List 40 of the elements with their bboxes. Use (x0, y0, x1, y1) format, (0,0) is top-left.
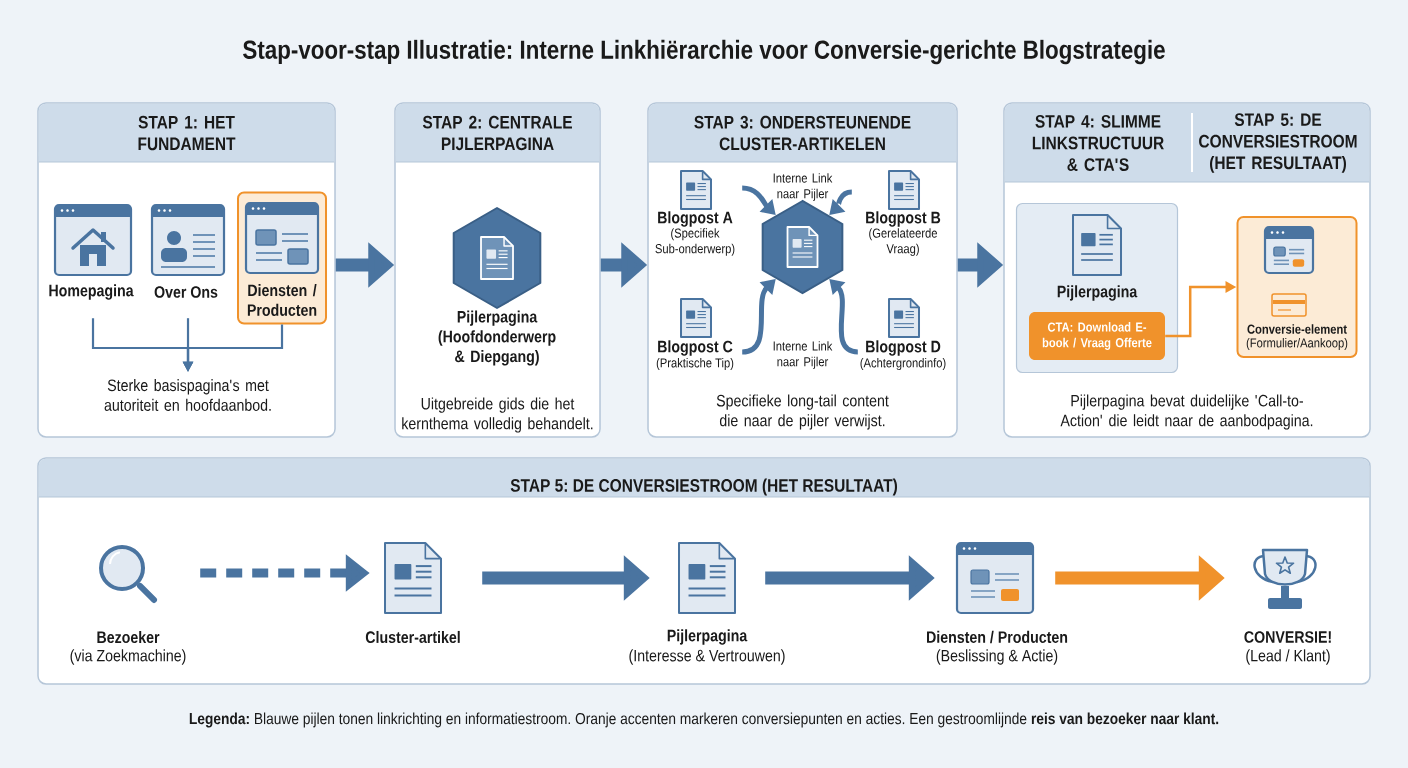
description-text: Sterke basispagina's met autoriteit en hoofdaanbod. (104, 379, 271, 411)
node-label: Homepagina (49, 284, 134, 300)
description-text: Uitgebreide gids die het kernthema volledig behandelt. (402, 397, 593, 433)
description-text: Pijlerpagina bevat duidelijke 'Call-to-Action' die leidt naar de aanbodpagina. (1060, 394, 1313, 430)
node-label: (Achtergrondinfo) (860, 357, 946, 371)
link-note: Interne Link naar Pijler (773, 341, 833, 369)
node-label: Blogpost A (658, 211, 733, 227)
node-label: (Gerelateerde Vraag) (869, 228, 937, 256)
node-label: (Interesse & Vertrouwen) (629, 649, 785, 665)
node-label: Bezoeker (97, 630, 160, 644)
node-label: (Praktische Tip) (656, 357, 734, 371)
panel-heading: STAP 5: DE CONVERSIESTROOM (HET RESULTAAT) (510, 478, 898, 496)
panel-heading: STAP 3: ONDERSTEUNENDE CLUSTER-ARTIKELEN (694, 115, 911, 151)
title: Stap-voor-stap Illustratie: Interne Linkhiërarchie voor Conversie-gerichte Blogstrategie (243, 39, 1165, 65)
node-label: Blogpost D (866, 340, 941, 356)
panel-heading: STAP 5: DE CONVERSIESTROOM (HET RESULTAAT) (1199, 113, 1357, 173)
node-label: Conversie-element (1247, 324, 1347, 334)
node-label: (via Zoekmachine) (70, 649, 186, 665)
button-label: CTA: Download E-book / Vraag Offerte (1042, 322, 1152, 350)
description-text: Specifieke long-tail content die naar de pijler verwijst. (716, 394, 889, 430)
node-label: Over Ons (154, 286, 218, 298)
node-label: (Specifiek Sub-onderwerp) (655, 228, 735, 256)
node-label: (Beslissing & Actie) (936, 649, 1058, 665)
node-label: Pijlerpagina (1057, 285, 1138, 301)
panel-heading: STAP 2: CENTRALE PIJLERPAGINA (422, 115, 572, 151)
node-label: Diensten / Producten (247, 284, 317, 316)
panel-heading: STAP 1: HET FUNDAMENT (138, 115, 236, 151)
legend-note: Legenda: Blauwe pijlen tonen linkrichting en informatiestroom. Oranje accenten markeren conversiepunten en acties. Een gestroomlijnde reis van bezoeker naar klant. (189, 712, 1219, 728)
node-label: (Formulier/Aankoop) (1246, 337, 1348, 351)
cta-button (1029, 312, 1165, 360)
node-label: CONVERSIE! (1244, 631, 1331, 643)
node-label: Pijlerpagina (667, 629, 748, 645)
node-label: Blogpost C (658, 340, 733, 356)
node-label: Cluster-artikel (365, 630, 460, 644)
node-label: Pijlerpagina (Hoofdonderwerp & Diepgang) (438, 310, 556, 366)
node-label: Diensten / Producten (927, 630, 1068, 644)
node-label: (Lead / Klant) (1246, 649, 1330, 665)
link-note: Interne Link naar Pijler (773, 173, 833, 201)
panel-heading: STAP 4: SLIMME LINKSTRUCTUUR & CTA'S (1032, 115, 1164, 171)
node-label: Blogpost B (866, 211, 941, 227)
